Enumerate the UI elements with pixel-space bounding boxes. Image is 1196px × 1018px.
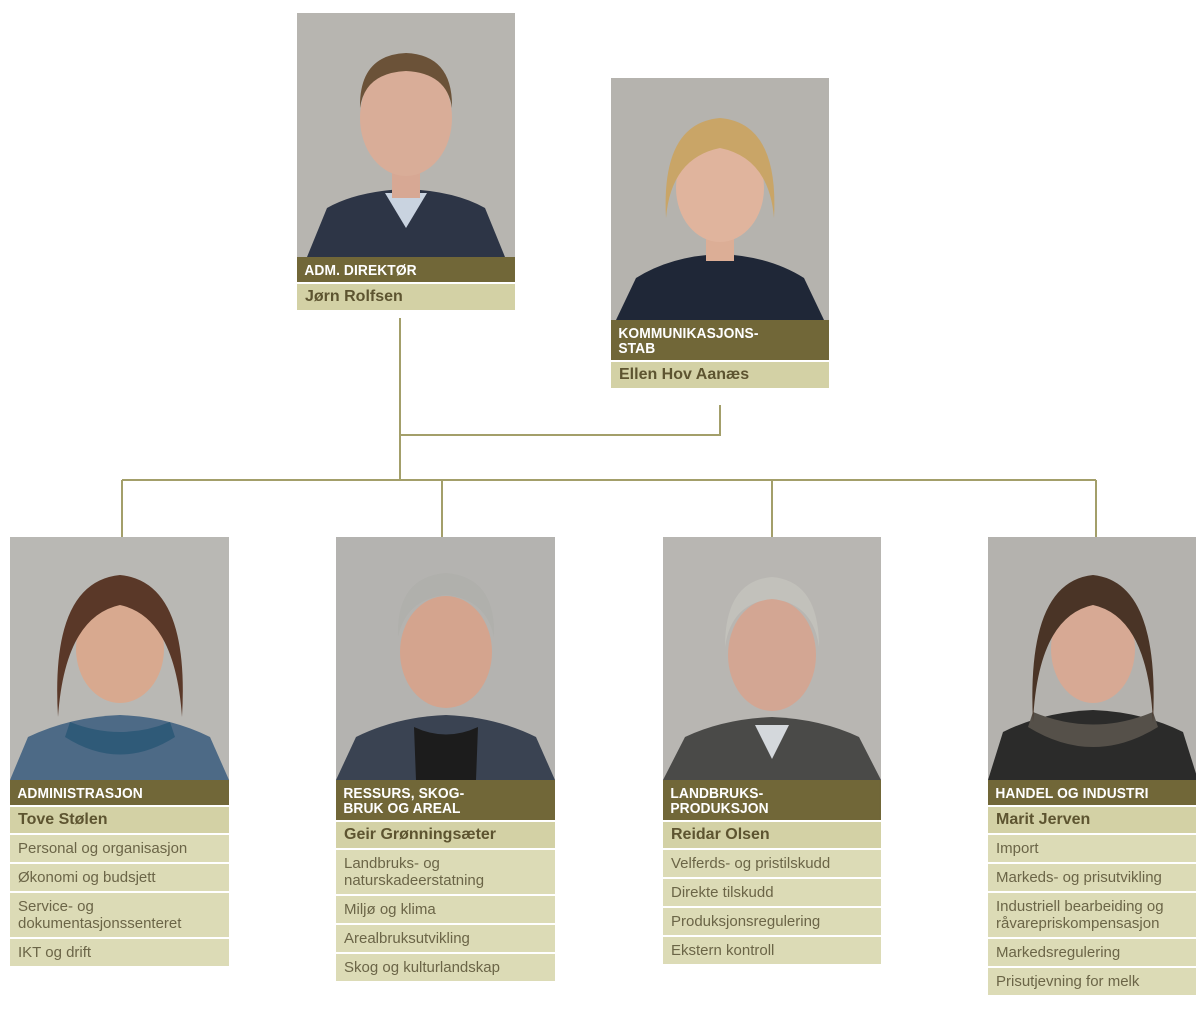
department-card-landbruk: LANDBRUKS- PRODUKSJON Reidar Olsen Velfe… bbox=[663, 537, 881, 964]
director-title: ADM. DIREKTØR bbox=[297, 257, 514, 282]
director-card: ADM. DIREKTØR Jørn Rolfsen bbox=[297, 13, 515, 310]
department-unit: Skog og kulturlandskap bbox=[336, 954, 555, 981]
department-photo bbox=[336, 537, 555, 780]
department-head-name: Reidar Olsen bbox=[663, 822, 881, 848]
director-photo bbox=[297, 13, 515, 257]
department-card-handel: HANDEL OG INDUSTRI Marit Jerven Import M… bbox=[988, 537, 1196, 995]
department-unit: Import bbox=[988, 835, 1196, 862]
director-title-box: ADM. DIREKTØR bbox=[297, 257, 515, 282]
communication-connector bbox=[400, 405, 721, 436]
department-unit: Service- og dokumentasjonssenteret bbox=[10, 893, 229, 937]
department-title: HANDEL OG INDUSTRI bbox=[988, 780, 1196, 805]
department-title: RESSURS, SKOG- BRUK OG AREAL bbox=[336, 780, 554, 820]
department-title-box: LANDBRUKS- PRODUKSJON bbox=[663, 780, 881, 820]
department-unit: Personal og organisasjon bbox=[10, 835, 229, 862]
department-unit: Landbruks- og naturskadeerstatning bbox=[336, 850, 555, 894]
communication-card: KOMMUNIKASJONS- STAB Ellen Hov Aanæs bbox=[611, 78, 829, 388]
department-title-box: HANDEL OG INDUSTRI bbox=[988, 780, 1196, 805]
department-unit: Velferds- og pristilskudd bbox=[663, 850, 881, 877]
department-unit: Produksjonsregulering bbox=[663, 908, 881, 935]
department-photo bbox=[10, 537, 229, 780]
department-title-box: RESSURS, SKOG- BRUK OG AREAL bbox=[336, 780, 555, 820]
communication-photo bbox=[611, 78, 829, 320]
department-card-ressurs: RESSURS, SKOG- BRUK OG AREAL Geir Grønni… bbox=[336, 537, 555, 981]
department-head-name: Marit Jerven bbox=[988, 807, 1196, 833]
department-unit: Industriell bearbeiding og råvarepriskom… bbox=[988, 893, 1196, 937]
department-head-name: Geir Grønningsæter bbox=[336, 822, 555, 848]
department-unit: Markeds- og prisutvikling bbox=[988, 864, 1196, 891]
department-photo bbox=[663, 537, 881, 780]
department-unit: Miljø og klima bbox=[336, 896, 555, 923]
department-title-box: ADMINISTRASJON bbox=[10, 780, 229, 805]
department-head-name: Tove Stølen bbox=[10, 807, 229, 833]
department-unit: IKT og drift bbox=[10, 939, 229, 966]
department-unit: Ekstern kontroll bbox=[663, 937, 881, 964]
communication-title-box: KOMMUNIKASJONS- STAB bbox=[611, 320, 829, 360]
department-unit: Prisutjevning for melk bbox=[988, 968, 1196, 995]
communication-name: Ellen Hov Aanæs bbox=[611, 362, 829, 388]
department-title: LANDBRUKS- PRODUKSJON bbox=[663, 780, 880, 820]
department-unit: Arealbruksutvikling bbox=[336, 925, 555, 952]
department-unit: Markedsregulering bbox=[988, 939, 1196, 966]
department-unit: Direkte tilskudd bbox=[663, 879, 881, 906]
director-name: Jørn Rolfsen bbox=[297, 284, 515, 310]
department-unit: Økonomi og budsjett bbox=[10, 864, 229, 891]
department-card-administrasjon: ADMINISTRASJON Tove Stølen Personal og o… bbox=[10, 537, 229, 966]
department-title: ADMINISTRASJON bbox=[10, 780, 228, 805]
department-photo bbox=[988, 537, 1196, 780]
communication-title: KOMMUNIKASJONS- STAB bbox=[611, 320, 828, 360]
